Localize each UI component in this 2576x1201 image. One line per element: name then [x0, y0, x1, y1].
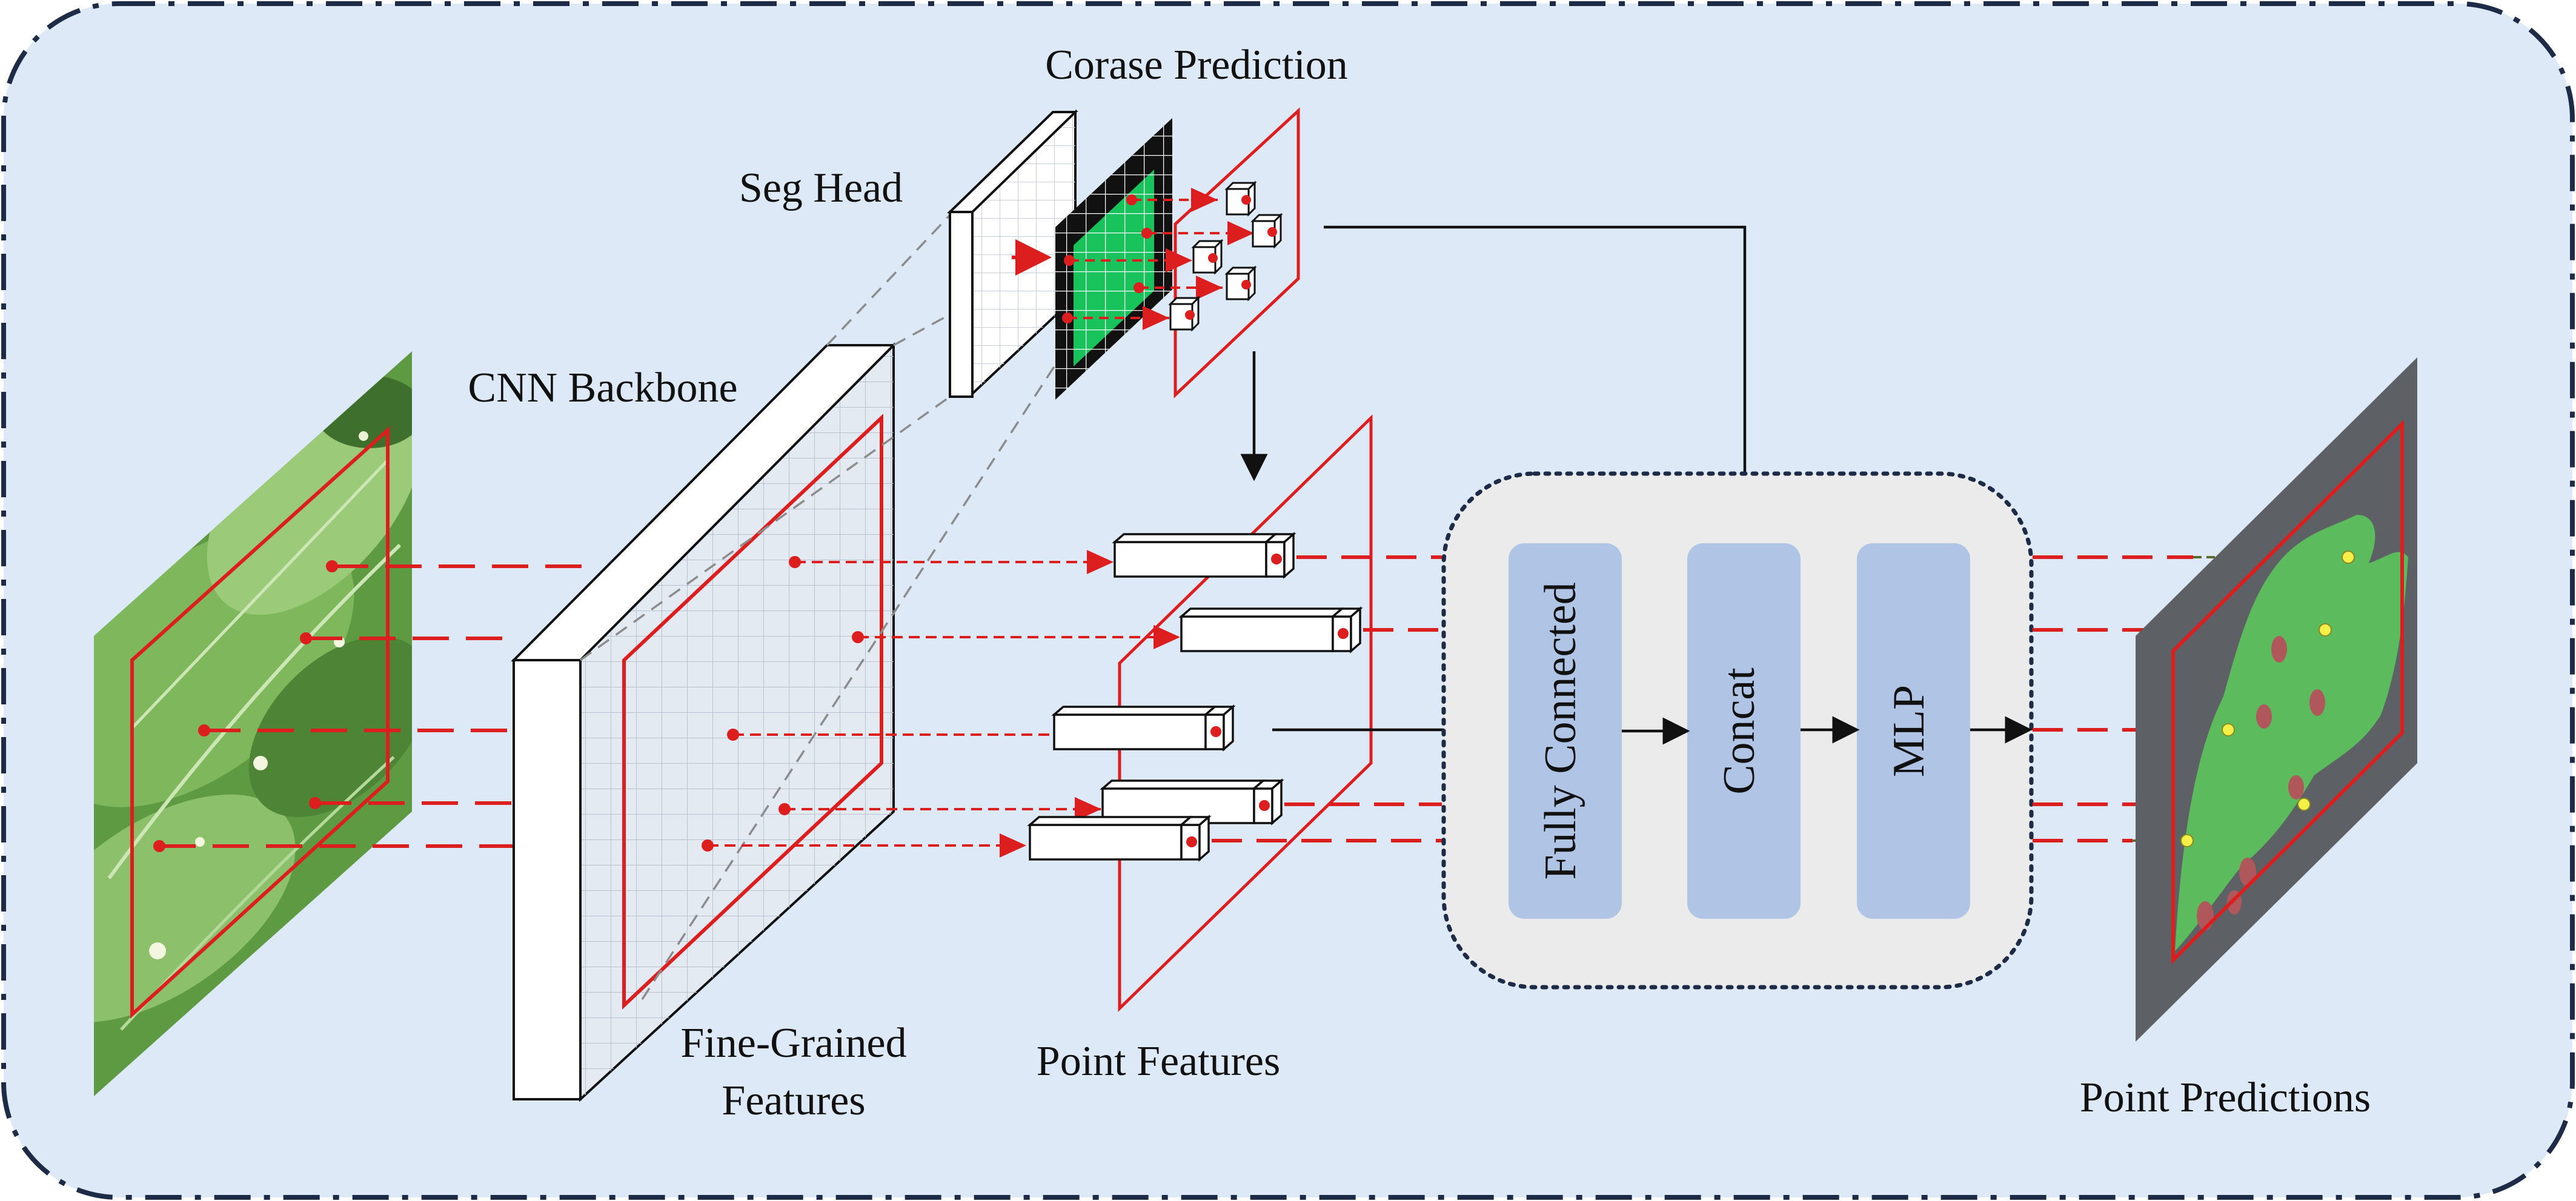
- features-to-module-lines: [1212, 555, 1442, 842]
- point-features-label: Point Features: [1037, 1038, 1280, 1085]
- fully-connected-label: Fully Connected: [1536, 582, 1585, 879]
- mlp-label: MLP: [1884, 685, 1934, 777]
- point-features-group: [1027, 414, 1373, 1012]
- point-predictions-image: [2136, 357, 2417, 1042]
- input-to-backbone-lines: [159, 564, 597, 848]
- module-to-prediction-lines: [2033, 555, 2193, 842]
- concat-label: Concat: [1715, 667, 1764, 795]
- coarse-to-concat-arrow: [1324, 225, 1759, 548]
- prediction-roi-frame: [2171, 419, 2404, 965]
- input-roi-frame: [130, 426, 390, 1019]
- coarse-prediction-plane: [1168, 107, 1300, 399]
- seg-head-label: Seg Head: [739, 165, 903, 211]
- cnn-backbone-label: CNN Backbone: [468, 365, 737, 411]
- point-predictions-label: Point Predictions: [2080, 1074, 2371, 1121]
- fine-grained-label-line1: Fine-Grained: [680, 1020, 906, 1067]
- input-leaf-image: [94, 351, 412, 1096]
- concat-block: [1687, 543, 1801, 919]
- mlp-block: [1857, 543, 1970, 919]
- fully-connected-block: [1509, 543, 1622, 919]
- coarse-prediction-label: Corase Prediction: [1045, 42, 1348, 88]
- backbone-roi-frame: [622, 414, 883, 1010]
- fine-grained-label-line2: Features: [722, 1077, 865, 1124]
- coarse-mask-grid: [1055, 118, 1172, 400]
- point-head-module: Fully Connected Concat MLP: [1441, 471, 2034, 990]
- cnn-backbone-block: [511, 342, 897, 1102]
- backbone-to-features-arrows: [708, 550, 1180, 858]
